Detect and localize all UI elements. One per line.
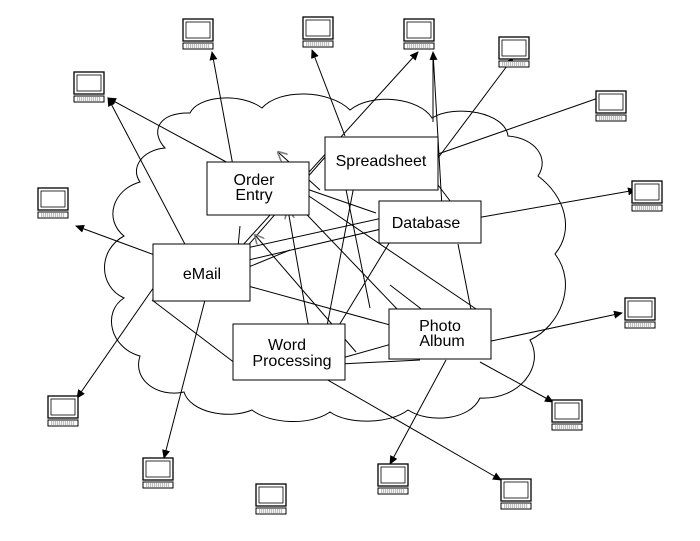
- connection-line: [290, 197, 399, 311]
- connection-line: [429, 51, 443, 208]
- node-database: Database: [378, 200, 482, 244]
- connection-line: [437, 57, 514, 159]
- computer-terminal-icon: [498, 36, 530, 68]
- node-photo-album: Photo Album: [388, 308, 492, 360]
- computer-terminal-icon: [255, 483, 287, 515]
- connection-line: [311, 49, 346, 137]
- connection-line: [479, 361, 554, 403]
- node-word-processing-line1: Word: [268, 337, 306, 354]
- computer-terminal-icon: [37, 187, 69, 219]
- node-order-entry: Order Entry: [206, 161, 310, 216]
- computer-terminal-icon: [302, 16, 334, 48]
- connection-line: [299, 363, 502, 481]
- computer-terminal-icon: [631, 180, 663, 212]
- computer-terminal-icon: [500, 478, 532, 510]
- computer-terminal-icon: [47, 395, 79, 427]
- connection-line: [247, 285, 391, 326]
- connection-line: [481, 310, 623, 344]
- computer-terminal-icon: [595, 90, 627, 122]
- connection-line: [240, 225, 395, 262]
- connection-line: [464, 187, 637, 221]
- node-photo-album-line2: Album: [419, 333, 464, 350]
- computer-terminal-icon: [624, 297, 656, 329]
- connection-line: [107, 97, 189, 251]
- node-email: eMail: [152, 243, 251, 302]
- computer-terminal-icon: [551, 399, 583, 431]
- connection-line: [321, 170, 357, 353]
- connection-line: [389, 359, 447, 465]
- connection-line: [209, 51, 235, 172]
- connection-line: [107, 97, 231, 165]
- node-photo-album-line1: Photo: [419, 318, 461, 335]
- connection-lines: [75, 49, 637, 481]
- computer-terminal-icon: [377, 463, 409, 495]
- connection-line: [299, 189, 486, 316]
- connection-line: [288, 210, 313, 347]
- node-order-entry-line1: Order: [234, 172, 276, 189]
- connection-line: [162, 299, 206, 459]
- connection-line: [298, 186, 377, 214]
- connection-line: [76, 273, 164, 399]
- computer-terminal-icon: [182, 18, 214, 50]
- connection-line: [437, 94, 605, 155]
- node-order-entry-line2: Entry: [235, 187, 272, 204]
- computer-terminal-icon: [73, 71, 105, 103]
- node-spreadsheet: Spreadsheet: [324, 136, 439, 191]
- connection-line: [221, 51, 419, 269]
- connection-line: [151, 299, 245, 371]
- computer-terminal-icon: [142, 457, 174, 489]
- node-database-label: Database: [392, 215, 461, 232]
- connection-line: [339, 359, 421, 365]
- node-word-processing-line2: Processing: [252, 353, 331, 370]
- connection-line: [75, 225, 161, 258]
- node-spreadsheet-label: Spreadsheet: [336, 153, 427, 170]
- node-email-label: eMail: [183, 266, 221, 283]
- computer-terminal-icon: [403, 18, 435, 50]
- node-word-processing: Word Processing: [232, 323, 346, 381]
